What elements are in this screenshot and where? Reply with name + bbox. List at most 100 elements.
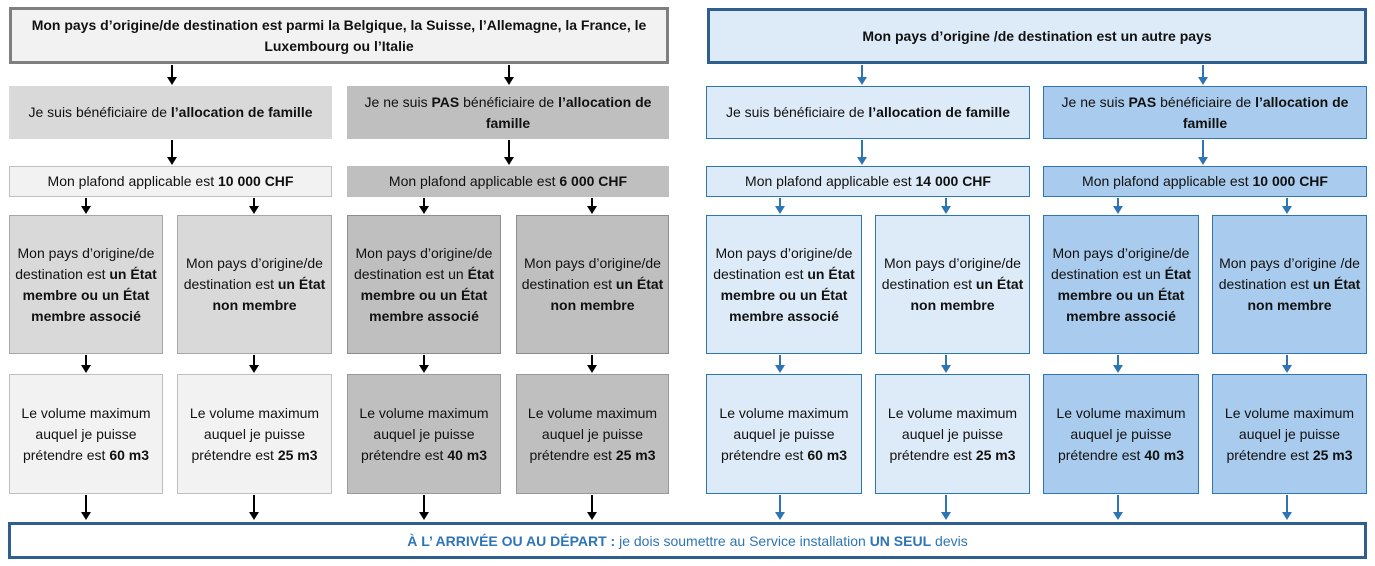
text-part: Je suis bénéficiaire de [725,104,869,120]
footer-lead: À L’ ARRIVÉE OU AU DÉPART : [407,532,616,549]
arrow-head [1282,206,1292,214]
text-part: 6 000 CHF [559,173,628,189]
text-part: un État membre ou un État membre associé [22,265,161,324]
right-country-member-box: Mon pays d’origine/de destination est un… [706,215,862,354]
text-part: Le volume maximum auquel je puisse préte… [1056,404,1190,463]
right-country-non-member-box: Mon pays d’origine/de destination est un… [875,215,1030,354]
text-part: l’allocation de famille [868,104,1010,120]
left-volume-25-b: Le volume maximum auquel je puisse préte… [516,374,669,494]
arrow-head [587,512,597,520]
text-part: l’allocation de famille [1182,93,1353,131]
text-part: Mon pays d’origine/de destination est un [353,244,497,282]
left-nonben-country-non-member-box: Mon pays d’origine/de destination est un… [516,215,669,354]
text-part: PAS [1128,93,1157,110]
left-header-text: Mon pays d’origine/de destination est pa… [31,16,647,54]
arrow-head [81,206,91,214]
text-part: 40 m3 [447,446,488,463]
arrow-head [504,77,514,85]
text-part: 10 000 CHF [217,173,294,189]
arrow-head [249,206,259,214]
text-part: Le volume maximum auquel je puisse préte… [189,404,323,463]
arrow-head [1113,206,1123,214]
text-part: 40 m3 [1144,446,1185,463]
left-header: Mon pays d’origine/de destination est pa… [9,7,669,64]
text-part: Je ne suis [1061,93,1129,110]
right-volume-40: Le volume maximum auquel je puisse préte… [1043,374,1199,494]
text-part: Mon pays d’origine/de destination est [183,255,327,292]
text-part: Le volume maximum auquel je puisse préte… [359,404,493,463]
text-part: un État membre ou un État membre associé [720,265,859,324]
text-part: 14 000 CHF [915,173,991,189]
text-part: Mon plafond applicable est [388,173,560,189]
left-volume-60: Le volume maximum auquel je puisse préte… [9,374,163,494]
left-plafond-beneficiary: Mon plafond applicable est 10 000 CHF [9,166,332,197]
text-part: Je ne suis [364,93,432,110]
left-plafond-non-beneficiary: Mon plafond applicable est 6 000 CHF [347,166,669,197]
text-part: 10 000 CHF [1252,173,1328,189]
text-part: 25 m3 [1312,446,1353,463]
text-part: 25 m3 [975,446,1016,463]
text-part: Le volume maximum auquel je puisse préte… [21,404,155,463]
text-part: Le volume maximum auquel je puisse préte… [527,404,661,463]
left-volume-40: Le volume maximum auquel je puisse préte… [347,374,501,494]
arrow-head [941,365,951,373]
right-nonben-country-non-member-box: Mon pays d’origine /de destination est u… [1212,215,1367,354]
arrow-head [1282,512,1292,520]
arrow-head [1113,512,1123,520]
text-part: un État non membre [1247,276,1365,313]
arrow-head [249,365,259,373]
text-part: Le volume maximum auquel je puisse préte… [719,404,853,463]
arrow-head [941,206,951,214]
text-part: Mon pays d’origine/de destination est [521,255,665,292]
arrow-head [504,157,514,165]
arrow-head [419,512,429,520]
left-nonben-country-member-box: Mon pays d’origine/de destination est un… [347,215,501,354]
text-part: PAS [431,93,460,110]
left-non-beneficiary-box: Je ne suis PAS bénéficiaire de l’allocat… [347,86,669,139]
text-part: Mon pays d’origine/de destination est [713,244,857,282]
right-nonben-country-member-box: Mon pays d’origine/de destination est un… [1043,215,1199,354]
right-header: Mon pays d’origine /de destination est u… [707,8,1367,64]
text-part: l’allocation de famille [485,93,656,131]
arrow-head [167,157,177,165]
right-volume-25-b: Le volume maximum auquel je puisse préte… [1212,374,1367,494]
arrow-head [1198,77,1208,85]
arrow-head [249,512,259,520]
footer-banner: À L’ ARRIVÉE OU AU DÉPART : je dois soum… [8,522,1367,559]
left-beneficiary-box: Je suis bénéficiaire de l’allocation de … [9,86,332,139]
arrow-head [1113,365,1123,373]
text-part: je dois soumettre au Service installatio… [615,532,870,549]
text-part: État membre ou un État membre associé [1057,265,1195,324]
left-country-member-box: Mon pays d’origine/de destination est un… [9,215,163,354]
text-part: Je suis bénéficiaire de [28,104,171,120]
arrow-head [775,365,785,373]
text-part: Mon plafond applicable est [1082,173,1253,189]
text-part: Le volume maximum auquel je puisse préte… [1224,404,1358,463]
arrow-head [587,206,597,214]
text-part: bénéficiaire de [1156,93,1256,110]
right-plafond-non-beneficiary: Mon plafond applicable est 10 000 CHF [1043,166,1367,197]
text-part: l’allocation de famille [170,104,313,120]
text-part: Mon pays d’origine/de destination est [881,255,1025,292]
text-part: 25 m3 [615,446,656,463]
text-part: Le volume maximum auquel je puisse préte… [887,404,1021,463]
text-part: État membre ou un État membre associé [360,265,498,324]
right-non-beneficiary-box: Je ne suis PAS bénéficiaire de l’allocat… [1043,86,1367,139]
arrow-head [167,77,177,85]
right-header-text: Mon pays d’origine /de destination est u… [862,27,1212,44]
arrow-head [857,77,867,85]
text-part: un État non membre [550,276,668,313]
arrow-head [1282,365,1292,373]
text-part: Mon pays d’origine/de destination est [15,244,159,282]
text-part: 60 m3 [807,446,848,463]
text-part: 25 m3 [277,446,318,463]
footer-emphasis: UN SEUL [869,532,932,549]
text-part: devis [931,532,968,549]
text-part: Mon plafond applicable est [745,173,916,189]
text-part: Mon pays d’origine/de destination est un [1050,244,1194,282]
arrow-head [81,365,91,373]
arrow-head [941,512,951,520]
text-part: un État non membre [910,276,1028,313]
arrow-head [1198,157,1208,165]
right-volume-60: Le volume maximum auquel je puisse préte… [706,374,862,494]
